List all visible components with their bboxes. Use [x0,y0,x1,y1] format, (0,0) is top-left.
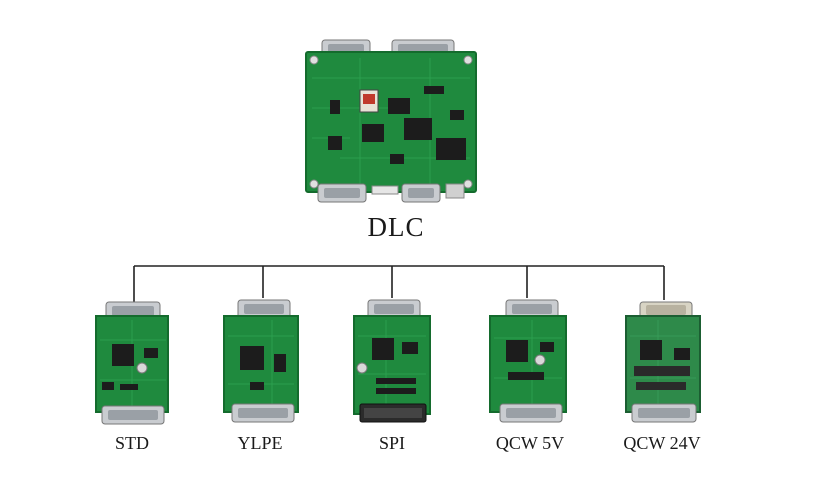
dlc-label: DLC [367,212,425,242]
std-board-image [95,301,169,425]
ylpe-board-image [223,299,299,423]
dlc-main-board-image [305,39,477,203]
qcw-24v-label: QCW 24V [623,433,701,453]
spi-board-image [353,299,431,423]
qcw-5v-board-image [489,299,567,423]
ylpe-label: YLPE [237,433,283,453]
qcw-24v-board-image [625,301,701,423]
std-label: STD [114,433,149,453]
spi-label: SPI [378,433,405,453]
qcw-5v-label: QCW 5V [495,433,565,453]
